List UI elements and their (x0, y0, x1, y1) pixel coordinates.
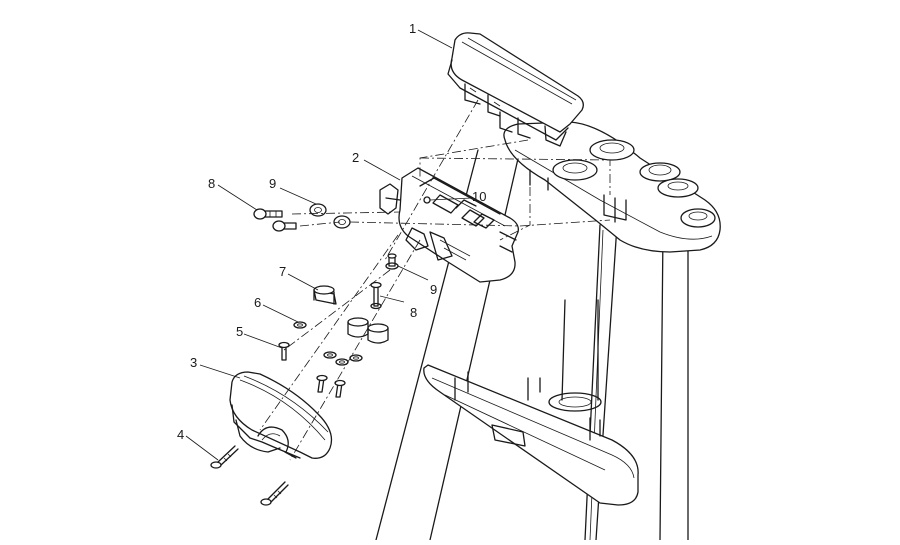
bolt-8b (272, 220, 297, 232)
callout-9-upper: 9 (269, 176, 277, 191)
assembly-lines (259, 99, 611, 461)
callout-8-lower: 8 (410, 305, 418, 320)
mounting-bracket (379, 167, 519, 283)
bolt-9c (385, 253, 399, 270)
instrument-cluster (447, 32, 584, 147)
rubber-grommets-7 (313, 285, 389, 344)
bolt-8c (370, 281, 382, 310)
callout-5: 5 (236, 324, 244, 339)
spacer-9b (333, 215, 351, 229)
spacer-9a (309, 203, 327, 217)
callout-4: 4 (177, 427, 185, 442)
steering-stem (548, 299, 602, 412)
lower-triple-clamp (423, 364, 639, 506)
callout-7: 7 (279, 264, 287, 279)
bolt-8a (253, 208, 283, 220)
small-screws-5 (278, 341, 346, 398)
callout-2: 2 (352, 150, 360, 165)
upper-triple-clamp (503, 121, 721, 253)
washers-6 (293, 321, 363, 366)
callout-6: 6 (254, 295, 262, 310)
callout-1: 1 (409, 21, 417, 36)
leader-lines (185, 29, 473, 461)
long-screw-4b (260, 481, 289, 506)
callout-10: 10 (472, 189, 487, 204)
callout-9-lower: 9 (430, 282, 438, 297)
long-screw-4a (210, 445, 239, 469)
rear-cover (229, 371, 333, 459)
callout-8-upper: 8 (208, 176, 216, 191)
callout-3: 3 (190, 355, 198, 370)
